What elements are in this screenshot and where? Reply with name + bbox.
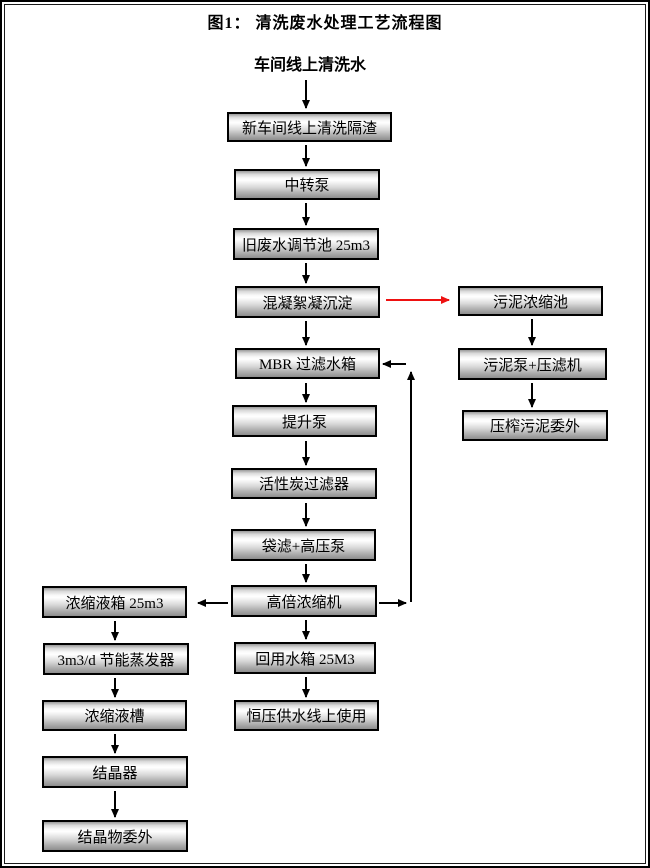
node-label: 结晶物委外 — [77, 829, 153, 846]
node-label: 结晶器 — [92, 765, 138, 782]
node-mbr-filter-tank: MBR 过滤水箱 — [235, 348, 380, 379]
node-sludge-pump-filter-press: 污泥泵+压滤机 — [458, 348, 607, 380]
node-high-ratio-concentrator: 高倍浓缩机 — [231, 585, 377, 617]
node-pressed-sludge-outsourcing: 压榨污泥委外 — [462, 410, 608, 441]
node-label: 高倍浓缩机 — [266, 594, 342, 611]
node-activated-carbon-filter: 活性炭过滤器 — [231, 468, 377, 499]
node-old-wastewater-regulating-tank: 旧废水调节池 25m3 — [233, 228, 379, 260]
node-energy-saving-evaporator: 3m3/d 节能蒸发器 — [43, 643, 189, 675]
node-label: 旧废水调节池 25m3 — [242, 237, 370, 254]
source-label: 车间线上清洗水 — [253, 57, 366, 74]
node-label: 新车间线上清洗隔渣 — [241, 120, 377, 137]
node-sludge-thickening-tank: 污泥浓缩池 — [458, 286, 603, 316]
node-concentrate-tank: 浓缩液箱 25m3 — [42, 586, 187, 618]
node-label: 回用水箱 25M3 — [255, 651, 355, 668]
node-constant-pressure-supply: 恒压供水线上使用 — [234, 700, 379, 731]
node-lift-pump: 提升泵 — [232, 405, 377, 437]
figure-title: 图1： 清洗废水处理工艺流程图 — [207, 15, 443, 32]
node-label: 浓缩液槽 — [84, 709, 145, 725]
node-label: 污泥泵+压滤机 — [483, 357, 582, 374]
node-label: 3m3/d 节能蒸发器 — [57, 652, 175, 669]
node-coagulation-flocculation-sedimentation: 混凝絮凝沉淀 — [235, 286, 380, 318]
node-label: 混凝絮凝沉淀 — [262, 295, 353, 312]
node-crystal-outsourcing: 结晶物委外 — [42, 820, 188, 852]
node-label: 浓缩液箱 25m3 — [65, 595, 164, 612]
node-label: 袋滤+高压泵 — [261, 538, 346, 555]
node-concentrate-trough: 浓缩液槽 — [42, 700, 187, 731]
node-reuse-water-tank: 回用水箱 25M3 — [234, 642, 376, 674]
node-label: 活性炭过滤器 — [258, 477, 349, 493]
node-crystallizer: 结晶器 — [42, 756, 188, 788]
node-transfer-pump: 中转泵 — [234, 169, 380, 200]
node-label: 污泥浓缩池 — [492, 294, 568, 311]
node-bag-filter-high-pressure-pump: 袋滤+高压泵 — [231, 529, 376, 561]
node-label: 压榨污泥委外 — [489, 419, 580, 435]
node-label: MBR 过滤水箱 — [258, 357, 357, 373]
node-label: 中转泵 — [284, 178, 330, 194]
node-new-line-screening: 新车间线上清洗隔渣 — [227, 112, 392, 142]
node-label: 提升泵 — [281, 414, 327, 431]
node-label: 恒压供水线上使用 — [246, 709, 367, 725]
